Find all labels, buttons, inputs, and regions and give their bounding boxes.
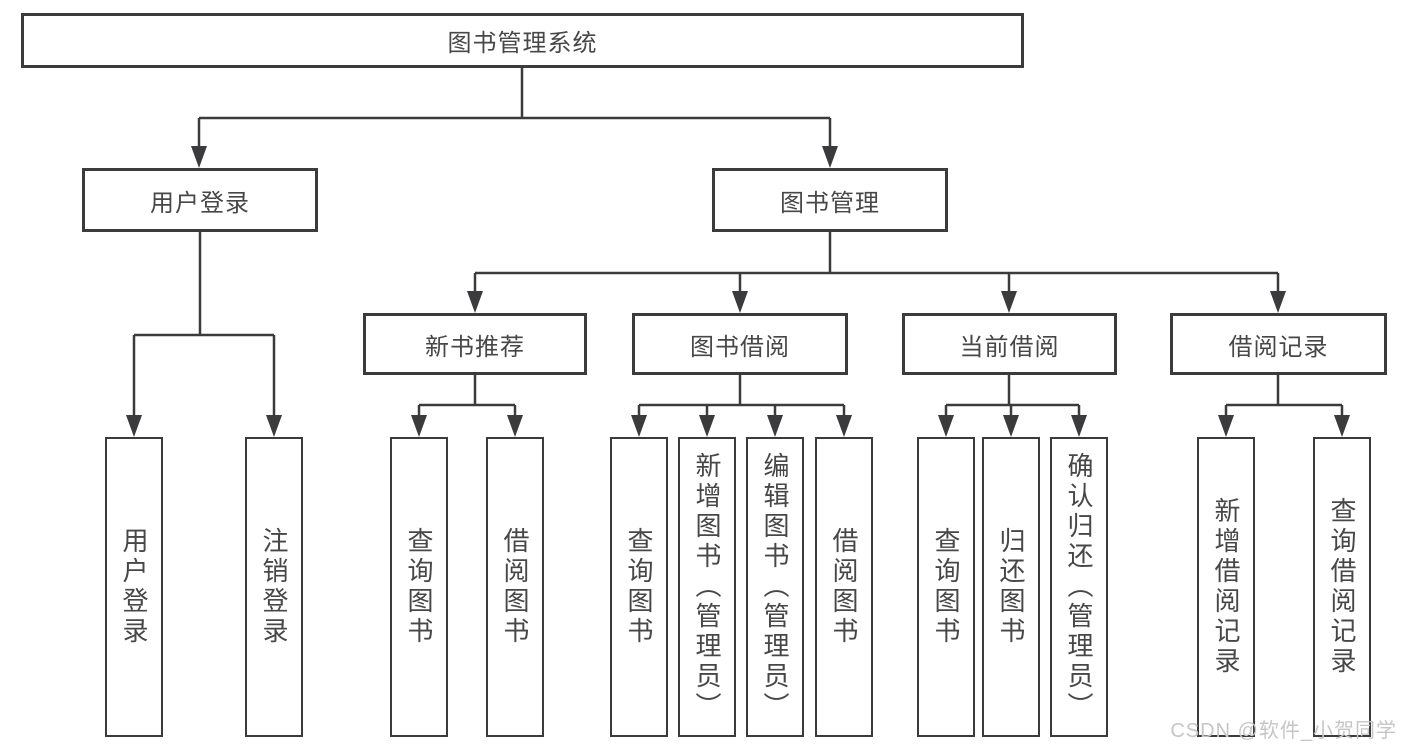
leaf-add-books-admin: 新增图书（管理员） — [678, 437, 736, 737]
leaf-confirm-return-admin: 确认归还（管理员） — [1050, 437, 1108, 737]
node-library-management-system: 图书管理系统 — [21, 13, 1024, 68]
leaf-query-books-borrowing: 查询图书 — [610, 437, 668, 737]
leaf-edit-books-admin: 编辑图书（管理员） — [746, 437, 804, 737]
leaf-return-books: 归还图书 — [982, 437, 1040, 737]
leaf-logout: 注销登录 — [245, 437, 303, 737]
leaf-query-borrow-record: 查询借阅记录 — [1313, 437, 1371, 737]
csdn-watermark: CSDN @软件_小贺同学 — [1170, 720, 1397, 742]
leaf-query-books-recommend: 查询图书 — [390, 437, 448, 737]
node-new-book-recommend: 新书推荐 — [363, 313, 587, 375]
leaf-add-borrow-record: 新增借阅记录 — [1197, 437, 1255, 737]
leaf-query-books-current: 查询图书 — [917, 437, 975, 737]
leaf-borrow-books-recommend: 借阅图书 — [486, 437, 544, 737]
leaf-borrow-books: 借阅图书 — [815, 437, 873, 737]
node-book-management: 图书管理 — [712, 168, 948, 232]
leaf-user-login: 用户登录 — [105, 437, 163, 737]
node-book-borrowing: 图书借阅 — [632, 313, 848, 375]
node-borrowing-records: 借阅记录 — [1170, 313, 1387, 375]
node-current-borrowing: 当前借阅 — [902, 313, 1117, 375]
node-user-login: 用户登录 — [82, 168, 318, 232]
